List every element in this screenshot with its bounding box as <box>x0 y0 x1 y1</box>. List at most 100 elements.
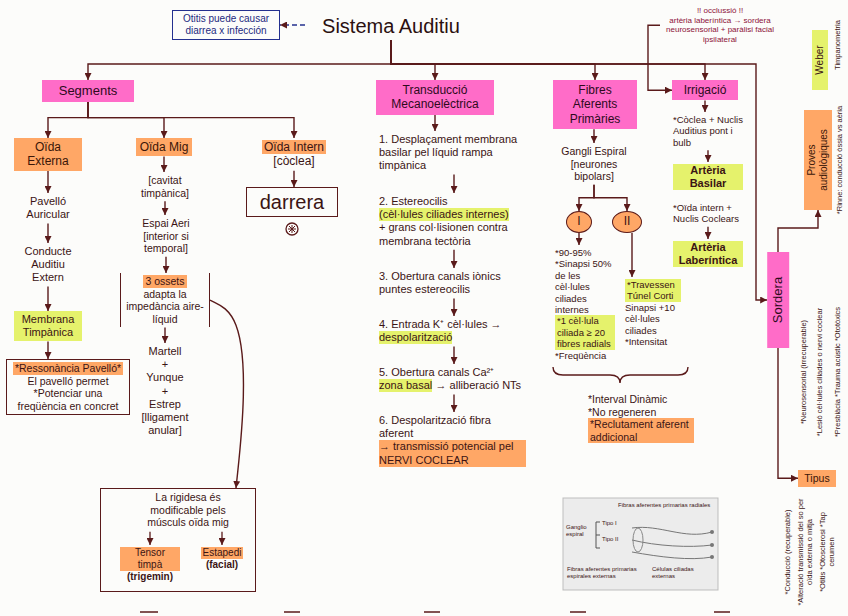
connector-arrow <box>453 250 454 268</box>
node-text: Yunque <box>133 371 197 384</box>
list-node: *90-95%*Sinapsi 50% de les cèl·lules cil… <box>552 245 618 363</box>
artery-node: Artèria Basilar <box>670 162 746 192</box>
label-box: Tipo II <box>602 536 628 543</box>
connector-arrow <box>164 327 165 343</box>
figure-bracket <box>596 522 600 548</box>
connector-arrow <box>293 171 294 187</box>
tick-mark <box>424 611 440 613</box>
label-text: *Lesió cèl·lules ciliades o nervi coclea… <box>816 287 825 457</box>
node-text: *Interval Dinàmic <box>588 393 694 406</box>
node-text: 4. Entrada K⁺ cèl·lules → <box>379 318 502 331</box>
node-text: (trigemin) <box>120 571 180 583</box>
label-text: *Rinne: conducció òssia vs aèria <box>836 90 845 230</box>
label-box: *Otitis *Otosclerosi *Tap cerumen <box>819 497 836 607</box>
label-text: Timpanometria <box>834 5 843 85</box>
label-text: *Otitis *Otosclerosi *Tap cerumen <box>819 497 836 607</box>
connector-arrow <box>453 175 454 193</box>
type-circle: I <box>566 211 592 233</box>
node-text: La rigidesa és modificable pels músculs … <box>132 491 244 529</box>
label-text: Ganglio espiral <box>566 524 596 538</box>
node-text: *Travessen Túnel Corti <box>625 279 681 302</box>
fiber-line <box>632 527 712 534</box>
node-text: Artèria Basilar <box>673 164 743 190</box>
text-node: *Oïda intern + Nuclis Coclears <box>670 200 746 227</box>
star-symbol <box>288 225 296 233</box>
node-text: *Freqüència <box>555 350 615 361</box>
node-text: *90-95% <box>555 247 615 258</box>
node-text: II <box>613 214 641 228</box>
node-text: + grans col·lisionen contra membrana tec… <box>379 221 526 247</box>
connector-arrow <box>778 348 798 478</box>
figure-frame <box>563 498 718 590</box>
branch-box: Irrigació <box>672 80 738 100</box>
node-text: Sordera <box>770 256 786 344</box>
muscle-node: Tensor timpà(trigemin) <box>117 545 183 585</box>
tick-mark <box>714 611 730 613</box>
text-node: Pavelló Auricular <box>12 193 84 223</box>
node-text: adapta la impedància aire-líquid <box>124 288 206 326</box>
step-node: 5. Obertura canals Ca²⁺zona basal→ allib… <box>376 364 532 394</box>
label-text: *Presbiàcia *Trauma acústic *Ototòxics <box>834 287 843 457</box>
node-text: !! occlussió !! <box>663 6 777 16</box>
node-text: Sistema Auditiu <box>308 14 474 38</box>
branch-box: Fibres Aferents Primàries <box>553 80 637 129</box>
node-text: Proves audiològiques <box>806 113 830 207</box>
connector-arrow <box>594 185 627 211</box>
node-text: *1 cèl·lula ciliada ≥ 20 fibres radials <box>555 315 615 349</box>
connector-arrow <box>578 233 579 245</box>
bracket-node: 3 ossetsadapta la impedància aire-líquid <box>120 273 210 327</box>
node-text: + <box>133 358 197 371</box>
connector-arrow <box>391 40 435 80</box>
node-text: (cèl·lules ciliades internes) <box>379 208 509 221</box>
node-text: *Ressonància Pavelló* <box>13 362 123 375</box>
note-box: Otitis puede causar diarrea x infección <box>172 10 280 40</box>
step-node: 2. Estereocilis(cèl·lules ciliades inter… <box>376 193 532 250</box>
tick-mark <box>284 611 300 613</box>
segment-box: Oïda Mig <box>136 138 192 156</box>
node-text: despolarització <box>379 331 452 344</box>
label-box: Tipo I <box>602 520 628 527</box>
connector-arrow <box>593 129 594 143</box>
node-text: Artèria Laberíntica <box>673 241 743 267</box>
node-text: [neurones bipolars] <box>561 158 627 183</box>
connector-arrow <box>453 298 454 316</box>
connector-arrow <box>704 100 705 112</box>
connector-arrow <box>434 115 435 131</box>
node-text: El pavelló permet <box>10 375 126 388</box>
node-text: → transmissió potencial pel NERVI COCLEA… <box>379 440 526 466</box>
node-text: 3. Obertura canals iònics puntes estereo… <box>379 270 526 296</box>
label-box: *Lesió cèl·lules ciliades o nervi coclea… <box>816 287 825 457</box>
node-text: 5. Obertura canals Ca²⁺ <box>379 366 494 379</box>
text-node: *Còclea + Nuclis Auditius pont i bulb <box>670 112 746 150</box>
node-text: Fibres Aferents Primàries <box>557 83 633 126</box>
connector-arrow <box>579 185 594 211</box>
node-text: *Intensitat <box>625 336 681 347</box>
node-text: Otitis puede causar diarrea x infección <box>176 13 276 37</box>
connector-arrow <box>707 227 708 239</box>
curly-brace <box>553 367 688 383</box>
node-text: 6. Despolarització fibra aferent <box>379 414 526 440</box>
branch-box: Transducció Mecanoelèctrica <box>376 80 494 115</box>
connector-arrow <box>164 201 165 215</box>
node-text: zona basal <box>379 379 432 392</box>
node-text: [còclea] <box>259 154 329 168</box>
hair-cell <box>710 530 714 534</box>
connector-arrow <box>778 210 818 252</box>
title-node: Sistema Auditiu <box>305 12 477 40</box>
text-node: Martell+Yunque+Estrep[lligament anular] <box>130 343 200 439</box>
tick-mark <box>140 611 158 613</box>
node-text: *No regeneren <box>588 406 694 419</box>
later-box: darrera <box>246 187 338 217</box>
label-box: Ganglio espiral <box>566 524 596 538</box>
layout-marks <box>150 223 688 545</box>
segment-box: Oïda Intern[còclea] <box>256 138 332 171</box>
node-text: *Oïda intern + Nuclis Coclears <box>673 202 743 225</box>
hair-cell <box>710 555 714 559</box>
label-text: *Conducció (recuperable) <box>784 497 793 607</box>
node-text: Weber <box>814 33 826 87</box>
branch-box: Sordera <box>767 252 789 348</box>
label-text: Fibras aferentes primarias espirales ext… <box>567 566 645 580</box>
text-node: Espai Aeri[interior si temporal] <box>124 215 208 257</box>
